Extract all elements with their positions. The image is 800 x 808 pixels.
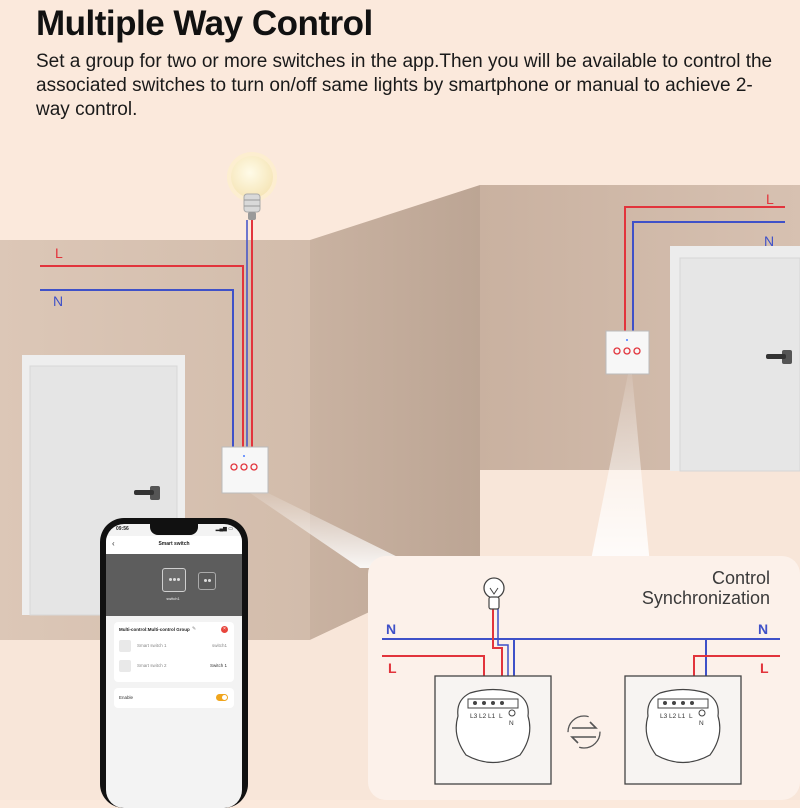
diagram-lightbulb-icon (483, 577, 505, 610)
switch-dot (208, 579, 211, 582)
diagram-right-live-label: L (760, 660, 769, 676)
terminal-label: L2 (669, 713, 677, 720)
terminal-label: L (499, 713, 503, 720)
diagram-left-neutral-label: N (386, 621, 396, 637)
switch-name: switch1 (166, 596, 180, 601)
neutral-terminal-label: N (699, 720, 704, 727)
device-icon (119, 640, 131, 652)
right-wiring (624, 206, 785, 335)
remove-group-icon[interactable]: × (221, 626, 228, 633)
terminal-label: L (689, 713, 693, 720)
switch-dot (177, 578, 180, 581)
enable-card: Enable (114, 688, 234, 708)
right-wall-switch (605, 330, 650, 375)
left-door-lock (150, 486, 160, 500)
terminal-label: L1 (678, 713, 686, 720)
switch-dot (173, 578, 176, 581)
phone-notch (150, 524, 198, 535)
right-beam (590, 374, 650, 565)
page-description: Set a group for two or more switches in … (36, 51, 773, 120)
right-live-label: L (766, 191, 774, 207)
left-door-handle (134, 490, 154, 495)
terminal-label: L1 (488, 713, 496, 720)
middle-wall (310, 185, 480, 640)
status-icons: ▂▄▆ ▭ (215, 526, 233, 532)
device-channel: Switch 1 (209, 663, 227, 668)
phone-screen: 09:56 ▂▄▆ ▭ ‹ Smart switch switch1 M (106, 524, 242, 808)
left-wall-switch (221, 446, 269, 494)
switch-dot (169, 578, 172, 581)
switch-tile[interactable] (198, 572, 216, 590)
app-header: ‹ Smart switch (106, 536, 242, 554)
sync-arrows-icon (567, 715, 601, 749)
diagram-right-neutral-label: N (758, 621, 768, 637)
switch-tile-selected[interactable] (162, 568, 186, 592)
device-channel: switch1 (211, 643, 227, 648)
left-beam (250, 493, 420, 568)
ceiling-lightbulb-icon (227, 152, 277, 220)
app-title: Smart switch (158, 541, 190, 547)
list-item[interactable]: Smart switch 2 Switch 1 (119, 658, 229, 674)
status-time: 09:56 (116, 526, 129, 532)
control-sync-caption: Control Synchronization (642, 568, 770, 608)
neutral-terminal-label: N (509, 720, 514, 727)
switch-dot (204, 579, 207, 582)
diagram-switch-box-left (434, 675, 552, 785)
left-neutral-label: N (53, 293, 63, 309)
device-name: Smart switch 1 (137, 643, 167, 648)
smartphone: 09:56 ▂▄▆ ▭ ‹ Smart switch switch1 M (100, 518, 248, 808)
diagram-switch-box-right (624, 675, 742, 785)
device-name: Smart switch 2 (137, 663, 167, 668)
right-door-lock (782, 350, 792, 364)
left-live-label: L (55, 245, 63, 261)
back-chevron-icon[interactable]: ‹ (112, 539, 115, 548)
right-door (679, 257, 800, 472)
page-title: Multiple Way Control (36, 4, 373, 43)
list-item[interactable]: Smart switch 1 switch1 (119, 638, 229, 654)
left-wiring (40, 220, 253, 450)
diagram-left-live-label: L (388, 660, 397, 676)
control-sync-line1: Control (711, 568, 770, 588)
terminal-label: L3 (470, 713, 478, 720)
right-neutral-label: N (764, 233, 774, 249)
enable-toggle[interactable] (216, 694, 228, 701)
enable-label: Enable (119, 695, 134, 700)
group-title: Multi-control:Multi-control Group (119, 627, 190, 632)
terminal-label: L2 (479, 713, 487, 720)
terminal-label: L3 (660, 713, 668, 720)
right-door-handle (766, 354, 786, 359)
edit-pencil-icon[interactable]: ✎ (192, 626, 197, 632)
switch-preview-area: switch1 (106, 554, 242, 616)
control-sync-line2: Synchronization (641, 588, 770, 608)
device-icon (119, 660, 131, 672)
multi-control-group-card: Multi-control:Multi-control Group ✎ × Sm… (114, 622, 234, 682)
